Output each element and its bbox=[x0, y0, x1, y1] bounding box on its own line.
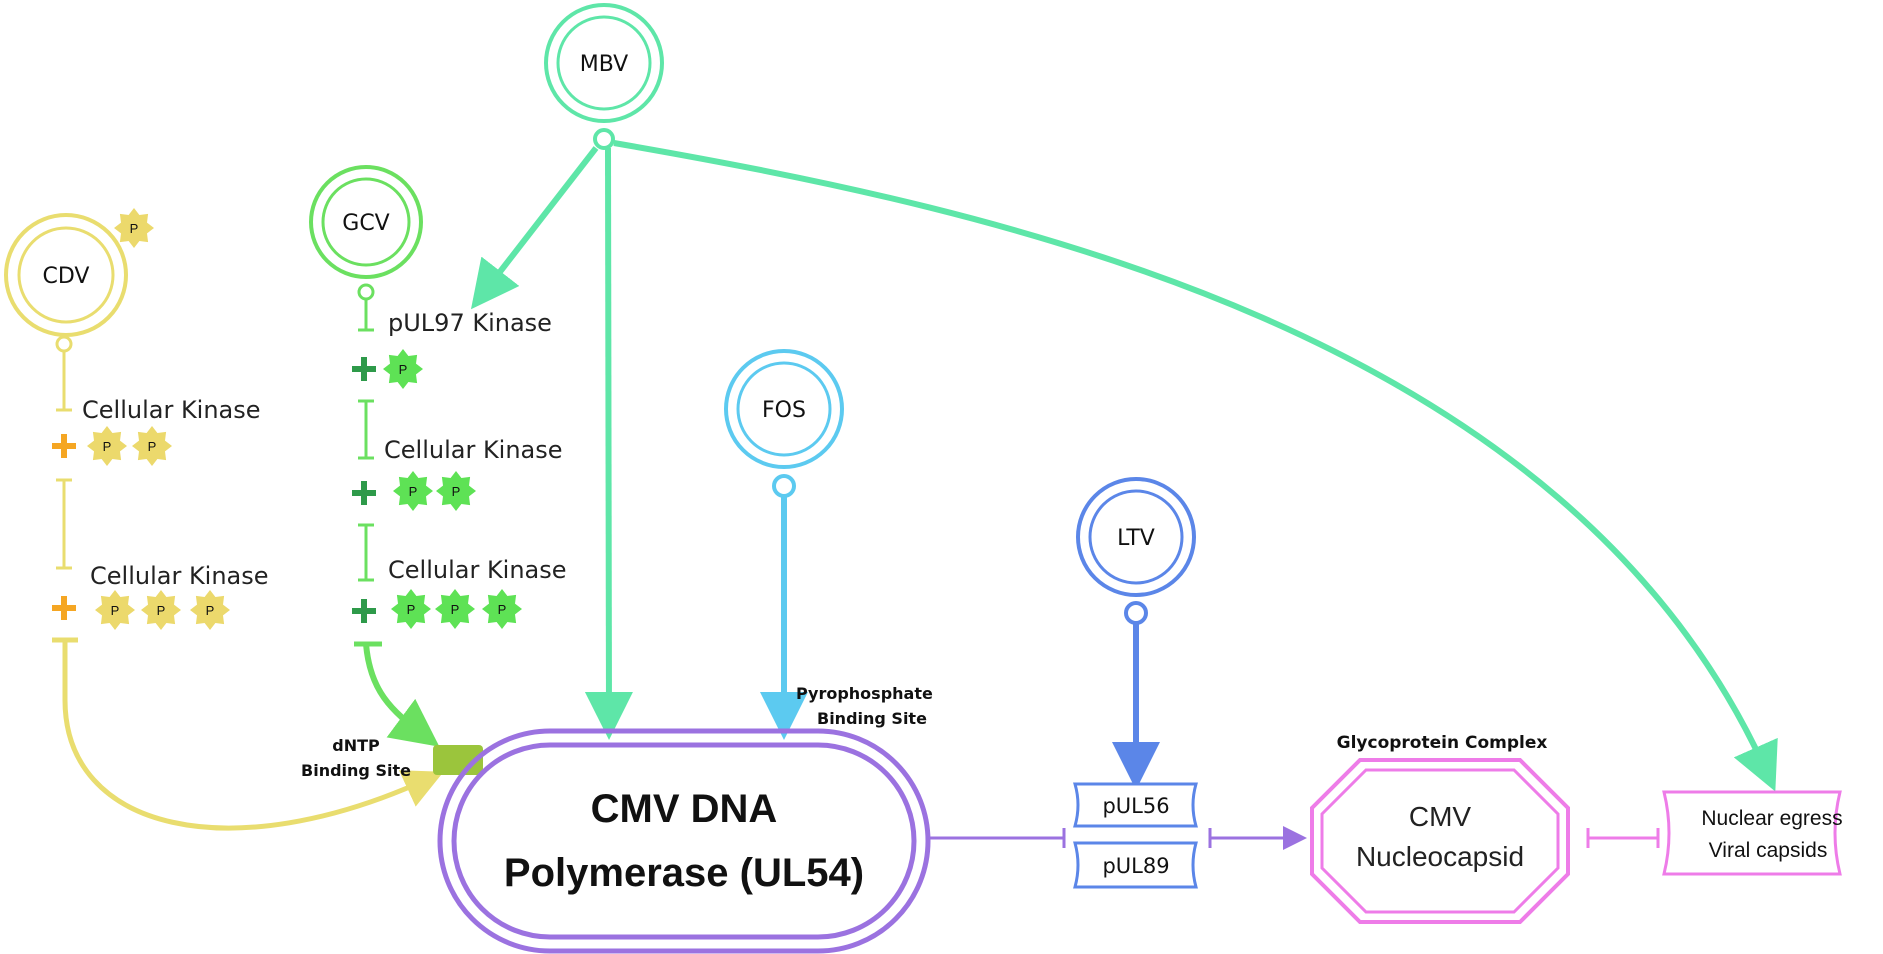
pul56-box[interactable]: pUL56 bbox=[1073, 782, 1198, 828]
gcv-phosphate-row-2: P P bbox=[393, 471, 476, 511]
dntp-label-1: dNTP bbox=[332, 736, 380, 755]
ltv-drug-node[interactable]: LTV bbox=[1076, 477, 1196, 597]
pul89-label: pUL89 bbox=[1102, 854, 1169, 878]
fos-label: FOS bbox=[762, 398, 806, 423]
mbv-to-egress-arrow bbox=[613, 140, 1778, 792]
svg-text:P: P bbox=[111, 603, 120, 618]
egress-line-2: Viral capsids bbox=[1709, 839, 1828, 862]
polymerase-to-terminase-link bbox=[930, 828, 1066, 848]
svg-text:P: P bbox=[103, 439, 112, 454]
gcv-phosphate-row-1: P bbox=[383, 349, 423, 389]
mbv-origin bbox=[593, 128, 615, 150]
gcv-plus-2 bbox=[352, 481, 376, 505]
ltv-pathway: LTV bbox=[1076, 477, 1196, 790]
cdv-pathway: CDV P Cellular Kinase P P Cellular Kinas… bbox=[4, 208, 444, 831]
terminase-to-nucleocapsid-link bbox=[1208, 826, 1307, 850]
pyro-site-label-2: Binding Site bbox=[817, 709, 927, 728]
cdv-p-badge-label: P bbox=[130, 221, 139, 236]
svg-text:P: P bbox=[157, 603, 166, 618]
cdv-label: CDV bbox=[43, 264, 90, 289]
gcv-label: GCV bbox=[342, 211, 389, 236]
svg-text:P: P bbox=[451, 602, 460, 617]
ltv-origin bbox=[1124, 601, 1148, 625]
gcv-plus-1 bbox=[352, 357, 376, 381]
ltv-label: LTV bbox=[1117, 526, 1155, 551]
cdv-plus-2 bbox=[52, 596, 76, 620]
nucleocapsid-to-egress-link bbox=[1586, 828, 1660, 848]
mbv-pathway: MBV bbox=[470, 3, 1778, 792]
pyro-site-label-1: Pyrophosphate bbox=[796, 684, 933, 703]
cdv-plus-1 bbox=[52, 434, 76, 458]
nucleocapsid-line-2: Nucleocapsid bbox=[1356, 841, 1524, 872]
dntp-binding-site: dNTP Binding Site bbox=[301, 736, 483, 780]
cdv-to-dntp-arrow bbox=[62, 640, 444, 831]
cdv-drug-node[interactable]: CDV bbox=[4, 213, 128, 337]
cdv-stem-origin bbox=[55, 335, 73, 353]
pul89-box[interactable]: pUL89 bbox=[1073, 841, 1198, 889]
polymerase-node[interactable]: CMV DNA Polymerase (UL54) bbox=[437, 728, 931, 954]
cdv-phosphate-badge: P bbox=[114, 208, 154, 248]
gcv-phosphate-row-3: P P P bbox=[391, 589, 522, 629]
nucleocapsid-node[interactable]: Glycoprotein Complex CMV Nucleocapsid bbox=[1310, 733, 1570, 924]
polymerase-line-2: Polymerase (UL54) bbox=[504, 851, 864, 895]
svg-text:P: P bbox=[399, 362, 408, 377]
gcv-kinase-1-label: pUL97 Kinase bbox=[388, 309, 552, 337]
gcv-kinase-2-label: Cellular Kinase bbox=[384, 436, 563, 464]
mbv-to-pul97-arrow bbox=[470, 146, 599, 310]
gcv-drug-node[interactable]: GCV bbox=[309, 165, 423, 279]
svg-text:P: P bbox=[148, 439, 157, 454]
polymerase-line-1: CMV DNA bbox=[591, 787, 778, 831]
gcv-kinase-3-label: Cellular Kinase bbox=[388, 556, 567, 584]
cdv-phosphate-row-2: P P P bbox=[95, 590, 230, 630]
nucleocapsid-line-1: CMV bbox=[1409, 801, 1472, 832]
gcv-plus-3 bbox=[352, 599, 376, 623]
svg-text:P: P bbox=[452, 484, 461, 499]
mbv-label: MBV bbox=[580, 52, 628, 77]
pul56-label: pUL56 bbox=[1102, 794, 1169, 818]
svg-text:P: P bbox=[407, 602, 416, 617]
cdv-kinase-2-label: Cellular Kinase bbox=[90, 562, 269, 590]
svg-text:P: P bbox=[409, 484, 418, 499]
egress-node[interactable]: Nuclear egress Viral capsids bbox=[1662, 790, 1843, 876]
fos-drug-node[interactable]: FOS bbox=[724, 349, 844, 469]
fos-origin bbox=[772, 474, 796, 498]
egress-line-1: Nuclear egress bbox=[1701, 807, 1842, 830]
gcv-pathway: GCV pUL97 Kinase P Cellular Kinase P P bbox=[309, 165, 567, 747]
gcv-to-dntp-arrow bbox=[363, 643, 440, 747]
mbv-drug-node[interactable]: MBV bbox=[544, 3, 664, 123]
glycoprotein-title: Glycoprotein Complex bbox=[1337, 733, 1548, 753]
terminase-complex: pUL56 pUL89 bbox=[1073, 782, 1198, 889]
cdv-phosphate-row-1: P P bbox=[87, 426, 172, 466]
fos-pathway: FOS Pyrophosphate Binding Site bbox=[724, 349, 933, 740]
dntp-label-2: Binding Site bbox=[301, 761, 411, 780]
cdv-kinase-1-label: Cellular Kinase bbox=[82, 396, 261, 424]
svg-text:P: P bbox=[498, 602, 507, 617]
mbv-to-polymerase-arrow bbox=[584, 147, 633, 740]
svg-text:P: P bbox=[206, 603, 215, 618]
